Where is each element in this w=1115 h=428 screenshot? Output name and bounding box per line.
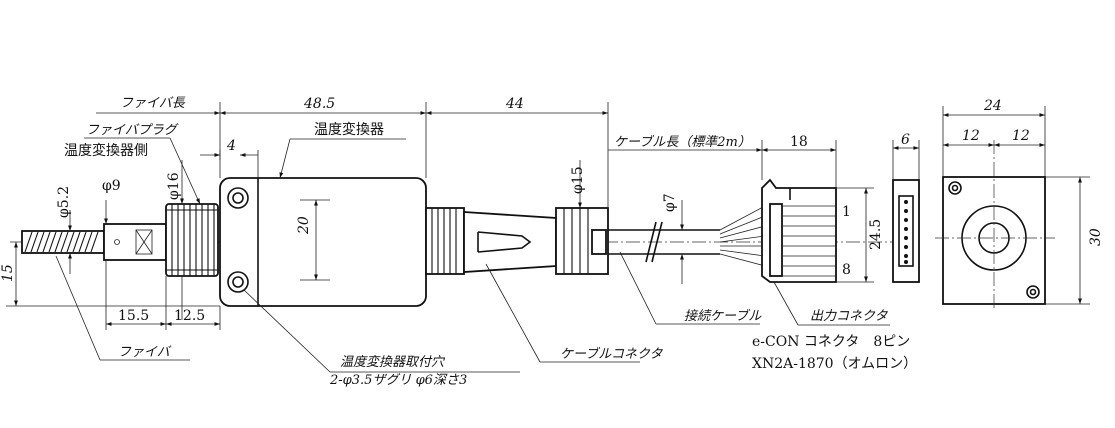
dim-44: 44	[505, 96, 524, 112]
dim-18: 18	[790, 134, 808, 150]
label-converter-side: 温度変換器側	[64, 142, 148, 159]
converter-end-view	[935, 140, 1055, 310]
label-fiber-length: ファイバ長	[120, 96, 186, 111]
fiber-plug	[165, 203, 219, 277]
dim-30: 30	[1088, 228, 1104, 246]
label-fiber-plug: ファイバプラグ	[86, 123, 179, 138]
label-mount-hole: 温度変換器取付穴	[340, 354, 446, 370]
dim-20: 20	[296, 216, 312, 235]
label-cable-connector: ケーブルコネクタ	[560, 346, 663, 362]
dim-phi9: φ9	[102, 178, 121, 194]
label-fiber: ファイバ	[118, 345, 172, 360]
dim-phi7: φ7	[662, 193, 678, 212]
dim-12-5: 12.5	[174, 308, 205, 324]
leader-lines	[55, 137, 890, 373]
dim-6: 6	[901, 132, 910, 148]
cable-connector	[425, 207, 609, 275]
label-mount-hole-spec: 2-φ3.5ザグリ φ6深さ3	[329, 373, 467, 388]
dim-48-5: 48.5	[303, 96, 335, 112]
label-cable-length: ケーブル長（標準2m）	[614, 134, 751, 150]
label-econ: e-CON コネクタ 8ピン	[752, 334, 910, 350]
dim-15-5: 15.5	[118, 308, 149, 324]
label-connection-cable: 接続ケーブル	[684, 308, 762, 324]
dim-phi5-2: φ5.2	[56, 186, 72, 218]
fiber-sleeve	[103, 223, 167, 261]
fiber-thread	[21, 230, 105, 254]
dim-12-right: 12	[1012, 128, 1030, 144]
converter-body	[219, 177, 427, 307]
dim-24-5: 24.5	[868, 219, 884, 250]
dim-phi16: φ16	[166, 172, 182, 200]
output-connector-side	[761, 178, 837, 283]
output-connector-end	[892, 179, 920, 283]
label-part-number: XN2A-1870（オムロン）	[752, 356, 917, 372]
label-output-connector: 出力コネクタ	[810, 309, 888, 324]
dim-phi15: φ15	[570, 166, 586, 194]
dimension-lines	[6, 102, 1090, 330]
label-converter: 温度変換器	[314, 121, 384, 138]
dim-24: 24	[983, 98, 1002, 114]
dim-4: 4	[226, 138, 236, 154]
pin-8: 8	[842, 262, 851, 278]
pin-1: 1	[842, 204, 851, 220]
dim-12-left: 12	[962, 128, 980, 144]
connection-cable	[608, 205, 766, 267]
dim-15: 15	[0, 264, 16, 282]
